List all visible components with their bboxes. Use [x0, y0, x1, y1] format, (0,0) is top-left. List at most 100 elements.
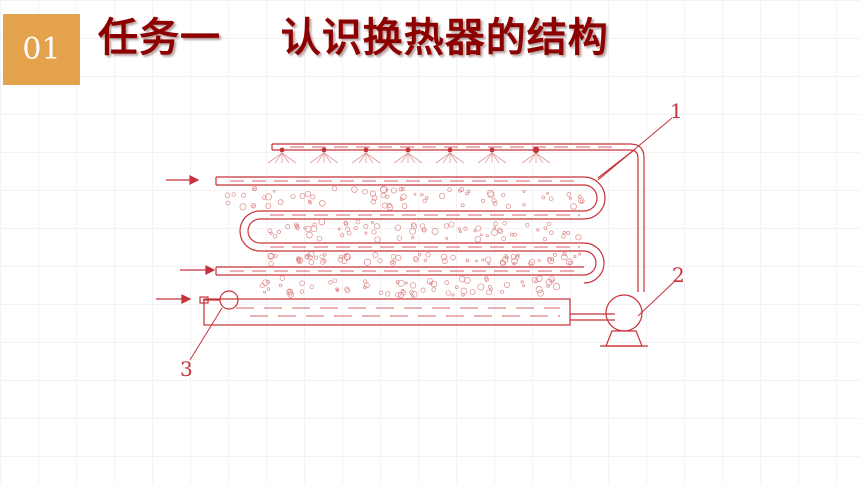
spray-nozzle: [489, 147, 495, 153]
riser-pipe: [637, 158, 645, 292]
bubble: [386, 202, 392, 209]
bubble: [377, 257, 383, 264]
bubble: [344, 222, 349, 227]
bubble: [340, 233, 345, 238]
bubble: [299, 193, 306, 199]
bubble: [363, 223, 369, 229]
spray-nozzle: [447, 147, 453, 153]
bubble: [277, 199, 284, 205]
bubble: [537, 259, 541, 262]
bubble: [308, 201, 312, 205]
bubble: [335, 288, 340, 293]
bubble: [306, 253, 311, 257]
bubble: [266, 287, 271, 291]
bubble: [439, 192, 446, 200]
serpentine-coil: [215, 149, 635, 284]
bubble: [385, 291, 391, 297]
bubble: [455, 285, 459, 290]
bubble: [371, 229, 377, 235]
spray-nozzle: [321, 147, 327, 153]
spray-jet: [316, 152, 325, 164]
bubble: [299, 280, 305, 287]
bubble: [489, 287, 493, 292]
bubble: [504, 255, 509, 260]
bubble: [262, 195, 267, 200]
bubble: [268, 261, 274, 267]
bubble: [458, 275, 466, 283]
bubble: [465, 258, 470, 263]
bubble: [272, 189, 276, 193]
bubble: [345, 226, 351, 232]
bubble: [370, 198, 377, 205]
bubble: [546, 191, 550, 195]
bubble: [499, 259, 506, 266]
callout-label-2: 2: [672, 263, 685, 287]
spray-jet: [535, 152, 544, 164]
bubble: [343, 254, 347, 258]
bubble: [395, 254, 402, 261]
bubble: [225, 200, 231, 206]
bubble: [278, 283, 283, 288]
spray-mist: [267, 152, 551, 164]
bubble: [380, 186, 387, 193]
bubble: [531, 277, 538, 284]
bubble: [265, 193, 272, 201]
bubble: [546, 284, 550, 288]
falling-film-bubbles: [224, 185, 585, 298]
bubble: [549, 230, 554, 236]
bubble: [337, 257, 343, 263]
bubble: [445, 290, 452, 296]
bubble: [241, 193, 246, 198]
bubble: [391, 260, 395, 264]
bubble: [287, 291, 294, 298]
bubble: [411, 236, 415, 240]
spray-jet: [323, 152, 332, 164]
bubble: [579, 199, 584, 203]
bubble: [413, 192, 417, 196]
spray-jet: [435, 152, 451, 164]
bubble: [578, 252, 582, 256]
spray-jet: [407, 152, 416, 164]
bubble: [562, 251, 567, 257]
bubble: [400, 193, 407, 200]
bubble: [550, 257, 554, 262]
spray-jet: [442, 152, 451, 164]
spray-jet: [484, 152, 493, 164]
spray-jet: [528, 152, 537, 164]
bubble: [231, 192, 236, 197]
bubble: [516, 253, 520, 257]
callout-leaders: [189, 117, 677, 361]
bubble: [561, 234, 566, 239]
bubble: [528, 261, 533, 266]
bubble: [319, 200, 326, 207]
bubble: [374, 223, 380, 230]
bubble: [319, 254, 325, 260]
bubble: [461, 292, 465, 297]
bubble: [411, 294, 415, 298]
spray-nozzle: [405, 147, 411, 153]
spray-jet: [323, 152, 339, 164]
bubble: [501, 192, 506, 198]
bubble: [575, 234, 582, 241]
bubble: [372, 252, 379, 258]
bubble: [493, 221, 499, 227]
bubble: [505, 203, 511, 209]
bubble: [398, 187, 403, 192]
section-number-badge: 01: [3, 14, 80, 85]
bubble: [573, 255, 577, 259]
bubble: [422, 198, 428, 204]
bubble: [568, 261, 572, 265]
bubble: [378, 290, 384, 296]
bubble: [290, 193, 296, 199]
spray-jet: [400, 152, 409, 164]
spray-jet: [393, 152, 409, 164]
bubble: [561, 253, 568, 261]
bubble: [441, 258, 448, 264]
bubble: [277, 229, 281, 234]
bubble: [251, 204, 256, 209]
bubble: [546, 221, 552, 227]
spray-nozzles: [279, 146, 540, 154]
bubble: [493, 226, 497, 230]
bubble: [424, 195, 429, 200]
bubble: [502, 220, 507, 226]
